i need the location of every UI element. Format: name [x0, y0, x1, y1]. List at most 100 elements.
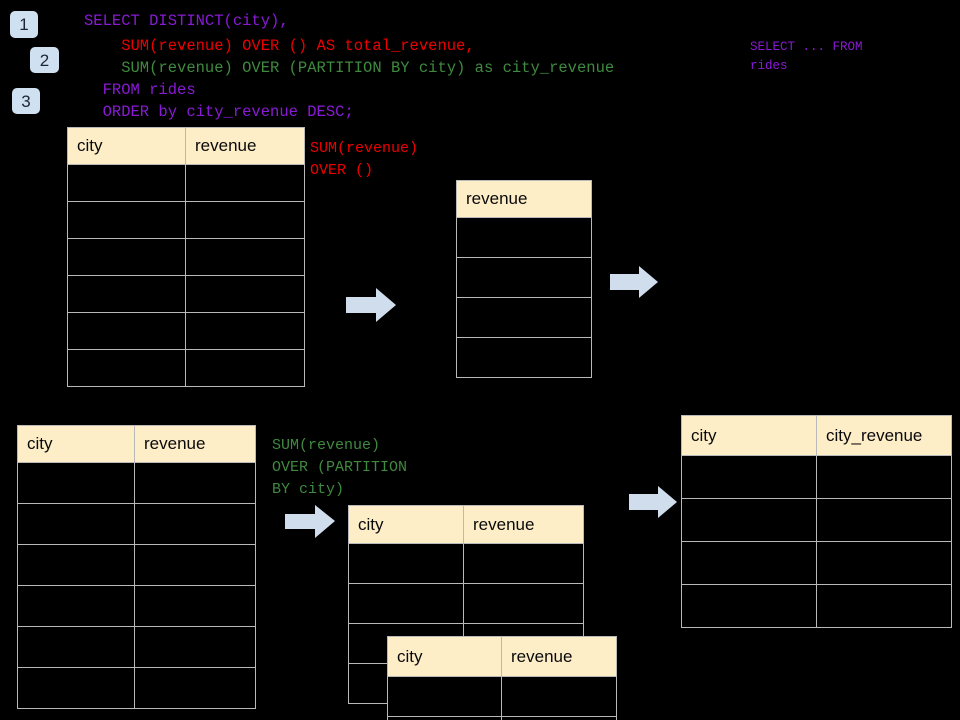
table-row: [456, 297, 592, 338]
cell: [463, 543, 584, 584]
table-row: [67, 164, 305, 202]
cell: [67, 349, 186, 387]
arrow-rides-to-partition: [285, 505, 335, 538]
rides-source-table-bottom: city revenue: [17, 425, 256, 709]
table-row: [67, 201, 305, 239]
cell: [67, 312, 186, 350]
column-header-city: city: [348, 505, 464, 544]
table-row: [348, 583, 584, 624]
cell: [816, 455, 952, 499]
cell: [17, 585, 135, 627]
partition-table-front: city revenue: [387, 636, 617, 720]
cell: [816, 584, 952, 628]
cell: [134, 544, 256, 586]
cell: [348, 583, 464, 624]
table-row: [17, 626, 256, 668]
table-row: [681, 541, 952, 585]
cell: [456, 297, 592, 338]
cell: [185, 275, 305, 313]
table-row: [681, 498, 952, 542]
cell: [816, 541, 952, 585]
sql-line-order-by: ORDER by city_revenue DESC;: [84, 103, 354, 121]
step-badge-2-label: 2: [39, 50, 50, 70]
column-header-revenue: revenue: [185, 127, 305, 165]
cell: [134, 585, 256, 627]
total-revenue-table: revenue: [456, 180, 592, 378]
step-badge-2: 2: [30, 47, 59, 73]
cell: [463, 583, 584, 624]
table-row: [387, 676, 617, 717]
table-row: [67, 275, 305, 313]
step-badge-3-label: 3: [21, 91, 31, 111]
arrow-rides-to-total-revenue: [346, 288, 396, 322]
column-header-city: city: [67, 127, 186, 165]
cell: [387, 676, 502, 717]
table-row: [681, 455, 952, 499]
cell: [134, 667, 256, 709]
cell: [67, 164, 186, 202]
cell: [185, 164, 305, 202]
cell: [185, 201, 305, 239]
cell: [681, 584, 817, 628]
cell: [17, 667, 135, 709]
table-row: [17, 667, 256, 709]
column-header-revenue: revenue: [456, 180, 592, 218]
column-header-city-revenue: city_revenue: [816, 415, 952, 456]
cell: [456, 337, 592, 378]
table-row: [67, 349, 305, 387]
cell: [185, 349, 305, 387]
cell: [134, 503, 256, 545]
table-row: [17, 585, 256, 627]
cell: [17, 503, 135, 545]
column-header-city: city: [17, 425, 135, 463]
cell: [681, 455, 817, 499]
table-header-row: city revenue: [387, 636, 617, 677]
column-header-city: city: [681, 415, 817, 456]
cell: [456, 217, 592, 258]
annotation-total-revenue: SUM(revenue) OVER (): [310, 140, 419, 179]
cell: [185, 312, 305, 350]
sql-line-from: FROM rides: [84, 81, 196, 99]
sql-line-total-revenue: SUM(revenue) OVER () AS total_revenue,: [84, 37, 475, 55]
table-row: [456, 217, 592, 258]
table-row: [456, 257, 592, 298]
column-header-city: city: [387, 636, 502, 677]
cell: [17, 462, 135, 504]
cell: [67, 201, 186, 239]
table-header-row: city revenue: [348, 505, 584, 544]
cell: [134, 626, 256, 668]
table-header-row: revenue: [456, 180, 592, 218]
cell: [17, 544, 135, 586]
step-badge-1-label: 1: [19, 15, 29, 34]
table-row: [67, 312, 305, 350]
annotation-city-revenue: SUM(revenue) OVER (PARTITION BY city): [272, 437, 408, 498]
step-badge-1: 1: [10, 11, 38, 38]
cell: [67, 238, 186, 276]
cell: [501, 676, 617, 717]
cell: [67, 275, 186, 313]
column-header-revenue: revenue: [134, 425, 256, 463]
arrow-total-revenue-to-result: [610, 266, 658, 298]
result-table: city city_revenue: [681, 415, 952, 628]
table-header-row: city revenue: [17, 425, 256, 463]
cell: [387, 716, 502, 720]
table-row: [456, 337, 592, 378]
cell: [681, 541, 817, 585]
table-header-row: city city_revenue: [681, 415, 952, 456]
column-header-revenue: revenue: [501, 636, 617, 677]
sql-line-select: SELECT DISTINCT(city),: [84, 12, 289, 30]
rides-source-table-top: city revenue: [67, 127, 305, 387]
cell: [348, 543, 464, 584]
cell: [816, 498, 952, 542]
side-note-select-from-rides: SELECT ... FROM rides: [750, 40, 863, 73]
step-badge-3: 3: [12, 88, 40, 114]
arrow-partition-to-result: [629, 486, 677, 518]
cell: [456, 257, 592, 298]
table-row: [17, 544, 256, 586]
table-row: [67, 238, 305, 276]
table-row: [387, 716, 617, 720]
cell: [501, 716, 617, 720]
table-row: [681, 584, 952, 628]
column-header-revenue: revenue: [463, 505, 584, 544]
